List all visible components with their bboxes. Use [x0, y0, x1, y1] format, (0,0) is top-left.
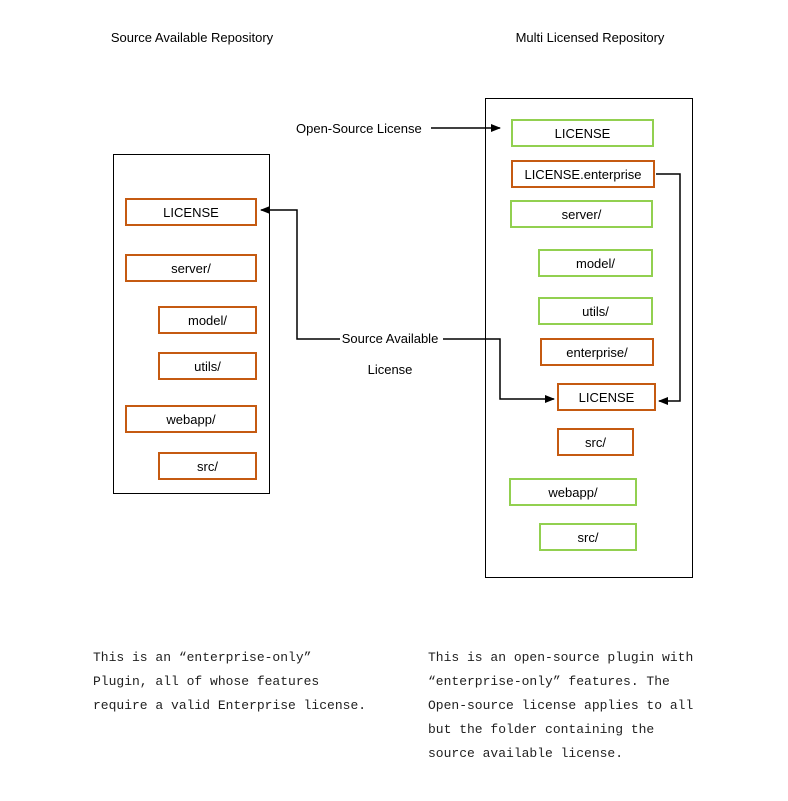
- description-line: This is an “enterprise-only”: [93, 650, 312, 665]
- source-available-to-left-license-arrow: [260, 206, 340, 340]
- left-repo-box-model: model/: [158, 306, 257, 334]
- right-repo-box-license-enterprise: LICENSE.enterprise: [511, 160, 655, 188]
- source-available-license-label: Source Available License: [330, 331, 450, 377]
- source-available-license-label-line1: Source Available: [341, 331, 439, 346]
- open-source-license-label: Open-Source License: [296, 121, 422, 136]
- description-line: but the folder containing the: [428, 722, 655, 737]
- right-repo-box-webapp: webapp/: [509, 478, 637, 506]
- description-line: Plugin, all of whose features: [93, 674, 320, 689]
- right-repo-box-src: src/: [539, 523, 637, 551]
- left-repo-box-src: src/: [158, 452, 257, 480]
- left-repo-box-license: LICENSE: [125, 198, 257, 226]
- left-repo-box-server: server/: [125, 254, 257, 282]
- left-repo-box-utils: utils/: [158, 352, 257, 380]
- left-repo-title: Source Available Repository: [110, 30, 274, 45]
- source-available-license-label-line2: License: [367, 362, 413, 377]
- right-repo-outline: [485, 98, 693, 578]
- right-repo-box-model: model/: [538, 249, 653, 277]
- right-repo-box-server: server/: [510, 200, 653, 228]
- description-line: Open-source license applies to all: [428, 698, 694, 713]
- right-repo-description: This is an open-source plugin with “ente…: [428, 646, 693, 766]
- right-repo-box-enterprise: enterprise/: [540, 338, 654, 366]
- description-line: source available license.: [428, 746, 624, 761]
- description-line: require a valid Enterprise license.: [93, 698, 367, 713]
- description-line: This is an open-source plugin with: [428, 650, 694, 665]
- right-repo-box-enterprise-src: src/: [557, 428, 634, 456]
- right-repo-box-license: LICENSE: [511, 119, 654, 147]
- right-repo-title: Multi Licensed Repository: [515, 30, 665, 45]
- left-repo-description: This is an “enterprise-only” Plugin, all…: [93, 646, 366, 718]
- right-repo-box-enterprise-license: LICENSE: [557, 383, 656, 411]
- left-repo-box-webapp: webapp/: [125, 405, 257, 433]
- description-line: “enterprise-only” features. The: [428, 674, 670, 689]
- right-repo-box-utils: utils/: [538, 297, 653, 325]
